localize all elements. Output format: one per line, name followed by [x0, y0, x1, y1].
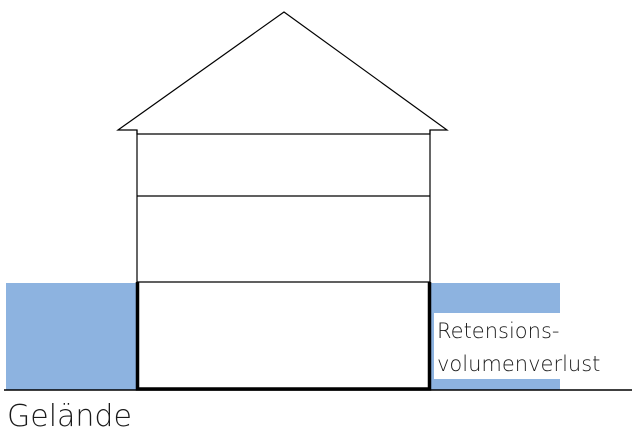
basement-walls — [135, 282, 432, 391]
ground-label: Gelände — [7, 399, 132, 432]
retention-label-box — [434, 313, 634, 379]
retention-label-line2: volumenverlust — [437, 352, 600, 376]
water-area-left — [6, 283, 137, 390]
house-roof — [116, 11, 449, 135]
retention-label-line1: Retensions- — [437, 319, 559, 343]
